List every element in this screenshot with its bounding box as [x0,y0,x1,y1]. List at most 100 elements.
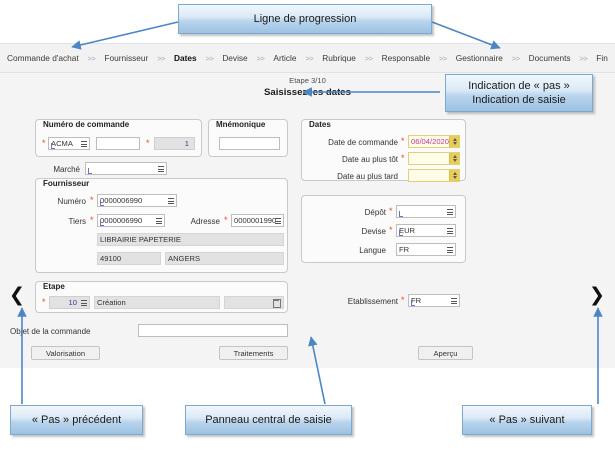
breadcrumb-item-fin[interactable]: Fin [596,53,608,63]
mnemonique-input[interactable] [219,137,280,150]
callout-indication-line1: Indication de « pas » [468,80,570,92]
numero-commande-code-value: ACMA [51,139,73,148]
required-marker: * [42,297,46,307]
numero-commande-number-value: 1 [184,139,189,148]
list-lookup-icon[interactable] [155,216,163,226]
text-cursor [51,143,55,149]
date-plus-tot-label: Date au plus tôt [341,155,398,164]
callout-ligne-progression: Ligne de progression [178,4,432,34]
divers-fieldset: Dépôt * Devise * EUR Langue FR [301,195,466,263]
breadcrumb-item-rubrique[interactable]: Rubrique [322,53,356,63]
date-spinner-icon[interactable] [449,153,459,164]
list-lookup-icon[interactable] [446,207,454,217]
required-marker: * [389,225,393,235]
etablissement-value: FR [411,296,422,305]
chevron-left-icon[interactable]: ❮ [9,284,25,306]
required-marker: * [42,138,46,148]
breadcrumb-item-article[interactable]: Article [273,53,297,63]
breadcrumb-item-fournisseur[interactable]: Fournisseur [104,53,149,63]
langue-label: Langue [359,246,386,255]
depot-label: Dépôt [364,208,386,217]
text-cursor [399,230,403,236]
date-spinner-icon[interactable] [449,170,459,181]
fournisseur-ville-value: ANGERS [168,254,201,263]
required-marker: * [146,138,150,148]
numero-commande-legend: Numéro de commande [43,120,130,129]
list-lookup-icon[interactable] [157,164,165,174]
callout-panneau-central: Panneau central de saisie [185,405,352,435]
apercu-button[interactable]: Aperçu [418,346,473,360]
fournisseur-code-postal: 49100 [97,252,161,265]
list-lookup-icon[interactable] [274,216,282,226]
numero-commande-middle-input[interactable] [96,137,140,150]
required-marker: * [401,295,405,305]
date-plus-tard-label: Date au plus tard [337,172,398,181]
breadcrumb-separator: >> [439,53,447,63]
etape-legend: Etape [43,282,65,291]
devise-label: Devise [361,227,386,236]
numero-commande-fieldset: Numéro de commande * ACMA * 1 [35,119,202,157]
calendar-icon[interactable] [273,299,281,308]
breadcrumb-item-commande-achat[interactable]: Commande d'achat [7,53,79,63]
text-cursor [100,220,104,226]
list-lookup-icon[interactable] [80,139,88,149]
required-marker: * [90,195,94,205]
fournisseur-adresse-value: 0000001990 [234,216,277,225]
etape-date-input[interactable] [224,296,284,309]
traitements-button[interactable]: Traitements [219,346,288,360]
date-commande-input[interactable]: 06/04/2020 [408,135,460,148]
devise-input[interactable]: EUR [396,224,456,237]
fournisseur-raison-sociale-value: LIBRAIRIE PAPETERIE [100,235,181,244]
text-cursor [411,300,415,306]
list-lookup-icon[interactable] [80,298,88,308]
text-cursor [100,200,104,206]
date-plus-tard-input[interactable] [408,169,460,182]
fournisseur-numero-label: Numéro [57,197,86,206]
required-marker: * [401,136,405,146]
fournisseur-tiers-label: Tiers [68,217,86,226]
callout-ligne-progression-label: Ligne de progression [253,13,357,25]
mnemonique-fieldset: Mnémonique [208,119,288,157]
depot-input[interactable] [396,205,456,218]
etape-code-input[interactable]: 10 [49,296,90,309]
chevron-right-icon[interactable]: ❯ [589,284,605,306]
callout-pas-precedent: « Pas » précédent [10,405,143,435]
breadcrumb-item-devise[interactable]: Devise [222,53,248,63]
step-counter: Etape 3/10 [289,76,326,85]
date-commande-value: 06/04/2020 [411,137,450,146]
progression-breadcrumb: Commande d'achat >> Fournisseur >> Dates… [0,43,615,73]
breadcrumb-item-gestionnaire[interactable]: Gestionnaire [455,53,503,63]
langue-input[interactable]: FR [396,243,456,256]
fournisseur-numero-input[interactable]: 0000006990 [97,194,177,207]
fournisseur-adresse-input[interactable]: 0000001990 [231,214,284,227]
etablissement-input[interactable]: FR [408,294,460,307]
breadcrumb-separator: >> [256,53,265,63]
marche-input[interactable] [85,162,167,175]
breadcrumb-separator: >> [205,53,214,63]
required-marker: * [224,215,228,225]
dates-fieldset: Dates Date de commande * 06/04/2020 Date… [301,119,466,182]
numero-commande-code-input[interactable]: ACMA [48,137,90,150]
fournisseur-tiers-input[interactable]: 0000006990 [97,214,165,227]
etape-fieldset: Etape * 10 Création [35,281,288,313]
required-marker: * [389,206,393,216]
list-lookup-icon[interactable] [450,296,458,306]
fournisseur-fieldset: Fournisseur Numéro * 0000006990 Tiers * … [35,178,288,273]
objet-commande-input[interactable] [138,324,288,337]
marche-label: Marché [53,165,80,174]
callout-pas-precedent-label: « Pas » précédent [31,414,122,426]
valorisation-button[interactable]: Valorisation [31,346,100,360]
callout-indication: Indication de « pas » Indication de sais… [445,74,593,112]
date-plus-tot-input[interactable] [408,152,460,165]
list-lookup-icon[interactable] [446,226,454,236]
breadcrumb-separator: >> [511,53,520,63]
breadcrumb-item-dates[interactable]: Dates [173,53,197,63]
fournisseur-adresse-label: Adresse [190,217,220,226]
text-cursor [88,168,92,174]
breadcrumb-item-documents[interactable]: Documents [528,53,571,63]
date-spinner-icon[interactable] [449,136,459,147]
breadcrumb-item-responsable[interactable]: Responsable [381,53,431,63]
list-lookup-icon[interactable] [167,196,175,206]
breadcrumb-separator: >> [87,53,96,63]
list-lookup-icon[interactable] [446,245,454,255]
